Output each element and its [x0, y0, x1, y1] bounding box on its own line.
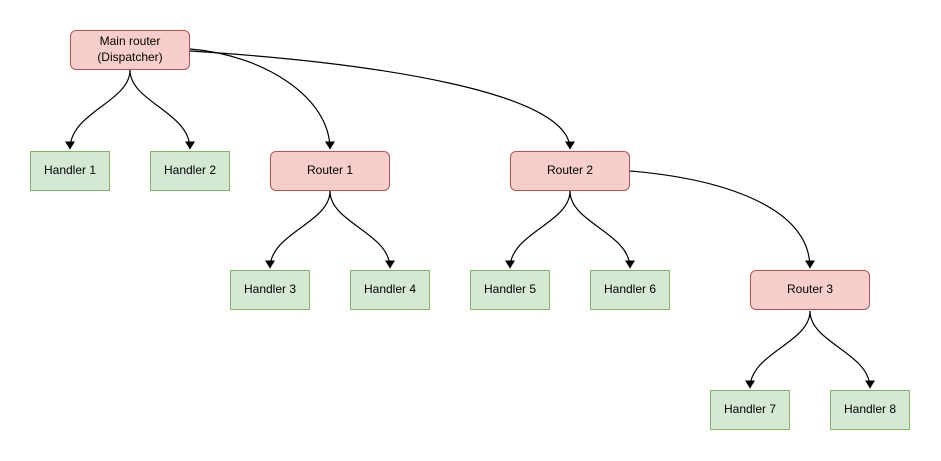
- node-router-2-label: Router 2: [546, 163, 594, 178]
- edge-router-2-to-handler-5: [505, 190, 571, 269]
- node-handler-1-label: Handler 1: [43, 163, 97, 178]
- node-handler-7: Handler 7: [710, 390, 790, 430]
- node-handler-2-label: Handler 2: [163, 163, 217, 178]
- edge-main-router-to-handler-2: [129, 69, 195, 150]
- node-router-2: Router 2: [510, 151, 630, 191]
- node-handler-3: Handler 3: [230, 270, 310, 310]
- edge-router-2-to-handler-6: [569, 190, 635, 269]
- node-handler-4-label: Handler 4: [363, 282, 417, 297]
- node-handler-7-label: Handler 7: [723, 402, 777, 417]
- edge-main-router-to-handler-1: [65, 69, 131, 150]
- node-handler-5: Handler 5: [470, 270, 550, 310]
- node-handler-8: Handler 8: [830, 390, 910, 430]
- node-handler-6: Handler 6: [590, 270, 670, 310]
- node-handler-1: Handler 1: [30, 151, 110, 191]
- node-handler-8-label: Handler 8: [843, 402, 897, 417]
- edge-router-1-to-handler-4: [329, 190, 395, 269]
- node-router-1: Router 1: [270, 151, 390, 191]
- node-handler-6-label: Handler 6: [603, 282, 657, 297]
- node-router-3-label: Router 3: [786, 282, 834, 297]
- node-main-router-label: Main router (Dispatcher): [97, 34, 163, 64]
- node-handler-3-label: Handler 3: [243, 282, 297, 297]
- edge-router-3-to-handler-7: [745, 310, 811, 389]
- node-handler-2: Handler 2: [150, 151, 230, 191]
- edge-main-router-to-router-2: [189, 50, 575, 150]
- node-router-1-label: Router 1: [306, 163, 354, 178]
- edge-main-router-to-router-1: [189, 48, 335, 150]
- edge-router-3-to-handler-8: [809, 310, 875, 389]
- node-router-3: Router 3: [750, 270, 870, 310]
- edge-router-1-to-handler-3: [265, 190, 331, 269]
- node-handler-5-label: Handler 5: [483, 282, 537, 297]
- node-handler-4: Handler 4: [350, 270, 430, 310]
- node-main-router: Main router (Dispatcher): [70, 30, 190, 70]
- edge-router-2-to-router-3: [629, 170, 815, 269]
